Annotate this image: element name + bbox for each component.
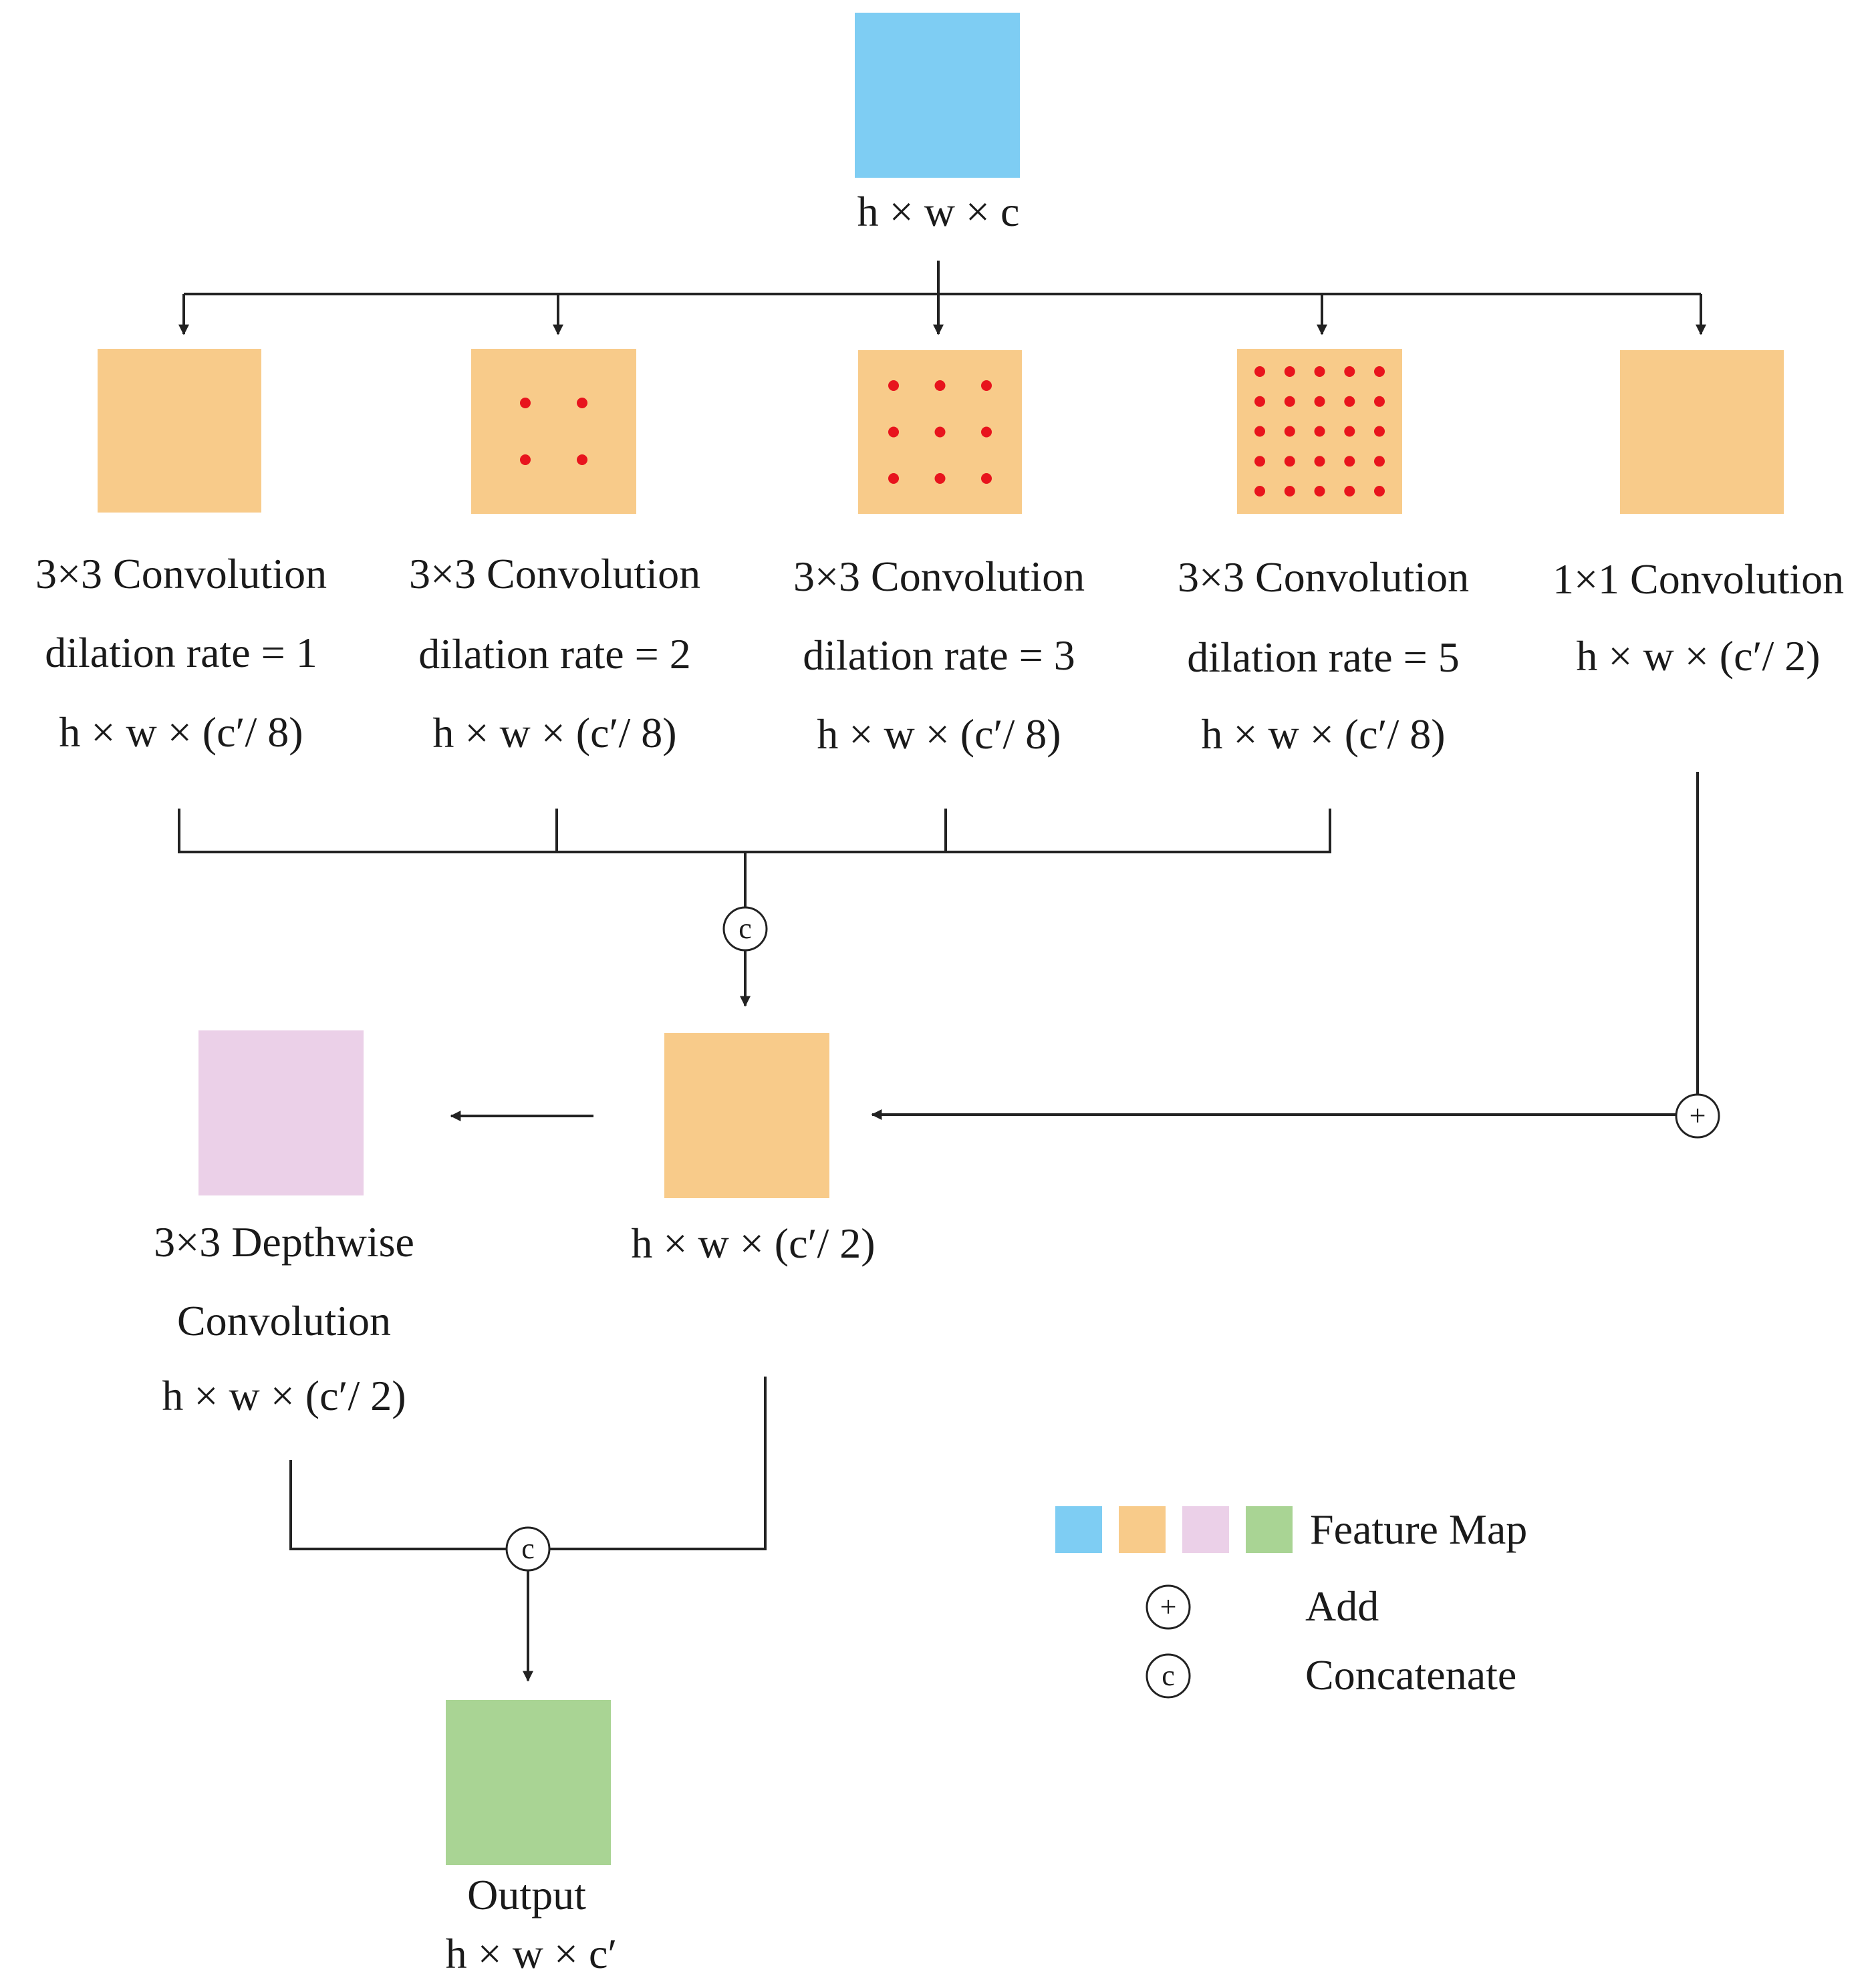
kernel-dot	[1314, 426, 1325, 437]
kernel-dot	[1254, 366, 1265, 377]
kernel-dot	[1344, 396, 1355, 407]
legend-add-symbol	[1146, 1584, 1191, 1630]
kernel-dot	[981, 380, 992, 391]
add-node-symbol: +	[1690, 1099, 1706, 1132]
kernel-dot	[577, 398, 587, 408]
kernel-dot	[1374, 396, 1385, 407]
input-feature-map	[855, 13, 1020, 178]
legend-swatch-input	[1055, 1506, 1102, 1553]
final-collector-left	[289, 1460, 507, 1550]
kernel-dot	[981, 426, 992, 438]
kernel-dot	[1344, 486, 1355, 496]
merged-feature-map	[664, 1033, 829, 1198]
kernel-dot	[1284, 396, 1295, 407]
branch-2-shape: h × w × (c′/ 8)	[432, 709, 676, 756]
output-feature-map	[446, 1700, 611, 1865]
kernel-dot	[1314, 486, 1325, 496]
legend-swatch-depthwise	[1182, 1506, 1229, 1553]
kernel-dot	[934, 380, 946, 391]
kernel-dot	[1284, 456, 1295, 467]
kernel-dot	[888, 473, 899, 484]
branch-2-feature-map	[471, 349, 636, 514]
branch-4-kernel-dots	[1254, 366, 1385, 496]
branch-1-detail: dilation rate = 1	[45, 629, 317, 676]
legend-swatch-output	[1246, 1506, 1293, 1553]
kernel-dot	[1344, 366, 1355, 377]
merged-shape-label: h × w × (c′/ 2)	[631, 1220, 875, 1267]
branch-2-detail: dilation rate = 2	[418, 630, 691, 678]
kernel-dot	[1314, 396, 1325, 407]
branch-3-name: 3×3 Convolution	[793, 553, 1085, 600]
branch-5-feature-map	[1620, 350, 1784, 514]
final-collector-right	[549, 1377, 767, 1550]
depthwise-feature-map	[198, 1030, 364, 1195]
branch-1-shape: h × w × (c′/ 8)	[59, 708, 303, 756]
concat-node-1-symbol: c	[739, 912, 752, 945]
kernel-dot	[1374, 426, 1385, 437]
kernel-dot	[1284, 366, 1295, 377]
kernel-dot	[934, 473, 946, 484]
branch-2-name: 3×3 Convolution	[409, 550, 700, 597]
branch-1-feature-map	[98, 349, 261, 513]
kernel-dot	[1254, 426, 1265, 437]
kernel-dot	[1284, 426, 1295, 437]
branch-dilation-1: 3×3 Convolution dilation rate = 1 h × w …	[35, 349, 327, 756]
kernel-dot	[1374, 486, 1385, 496]
output-shape: h × w × c′	[446, 1930, 618, 1977]
legend-swatch-intermediate	[1119, 1506, 1166, 1553]
kernel-dot	[1254, 396, 1265, 407]
branch-5-detail: h × w × (c′/ 2)	[1576, 632, 1820, 680]
depthwise-shape: h × w × (c′/ 2)	[162, 1372, 406, 1419]
branch-4-name: 3×3 Convolution	[1178, 553, 1469, 601]
kernel-dot	[1344, 426, 1355, 437]
kernel-dot	[1284, 486, 1295, 496]
kernel-dot	[1314, 456, 1325, 467]
branch-5-name: 1×1 Convolution	[1553, 555, 1844, 603]
depthwise-name-line1: 3×3 Depthwise	[154, 1218, 414, 1266]
kernel-dot	[1254, 456, 1265, 467]
branch-1-name: 3×3 Convolution	[35, 550, 327, 597]
kernel-dot	[934, 426, 946, 438]
kernel-dot	[520, 454, 531, 465]
output-label: Output	[467, 1871, 586, 1919]
legend-add-label: Add	[1305, 1582, 1379, 1630]
legend: Feature Map + Add c Concatenate	[1055, 1506, 1527, 1699]
branch-3-shape: h × w × (c′/ 8)	[817, 710, 1061, 758]
legend-add-glyph: +	[1160, 1590, 1177, 1623]
branch-1x1: 1×1 Convolution h × w × (c′/ 2)	[1553, 350, 1844, 680]
kernel-dot	[577, 454, 587, 465]
branch-dilation-2: 3×3 Convolution dilation rate = 2 h × w …	[409, 349, 700, 756]
kernel-dot	[520, 398, 531, 408]
kernel-dot	[1314, 366, 1325, 377]
legend-feature-map-label: Feature Map	[1310, 1506, 1527, 1553]
legend-concat-symbol	[1146, 1653, 1191, 1699]
input-shape-label: h × w × c	[857, 188, 1020, 235]
kernel-dot	[981, 473, 992, 484]
concat-node-2-symbol: c	[521, 1532, 535, 1565]
branch-collector-line	[178, 809, 1331, 853]
kernel-dot	[1254, 486, 1265, 496]
legend-concatenate-label: Concatenate	[1305, 1651, 1516, 1699]
kernel-dot	[888, 426, 899, 438]
branch-3-kernel-dots	[888, 380, 992, 484]
kernel-dot	[1344, 456, 1355, 467]
branch-4-shape: h × w × (c′/ 8)	[1201, 710, 1445, 758]
kernel-dot	[1374, 456, 1385, 467]
legend-concat-glyph: c	[1162, 1659, 1175, 1692]
branch-4-detail: dilation rate = 5	[1187, 633, 1460, 681]
branch-2-kernel-dots	[520, 398, 587, 465]
branch-3-detail: dilation rate = 3	[803, 631, 1075, 679]
kernel-dot	[888, 380, 899, 391]
branch-dilation-5: 3×3 Convolution dilation rate = 5 h × w …	[1178, 349, 1469, 758]
kernel-dot	[1374, 366, 1385, 377]
branch-dilation-3: 3×3 Convolution dilation rate = 3 h × w …	[793, 350, 1085, 758]
depthwise-name-line2: Convolution	[177, 1297, 391, 1344]
